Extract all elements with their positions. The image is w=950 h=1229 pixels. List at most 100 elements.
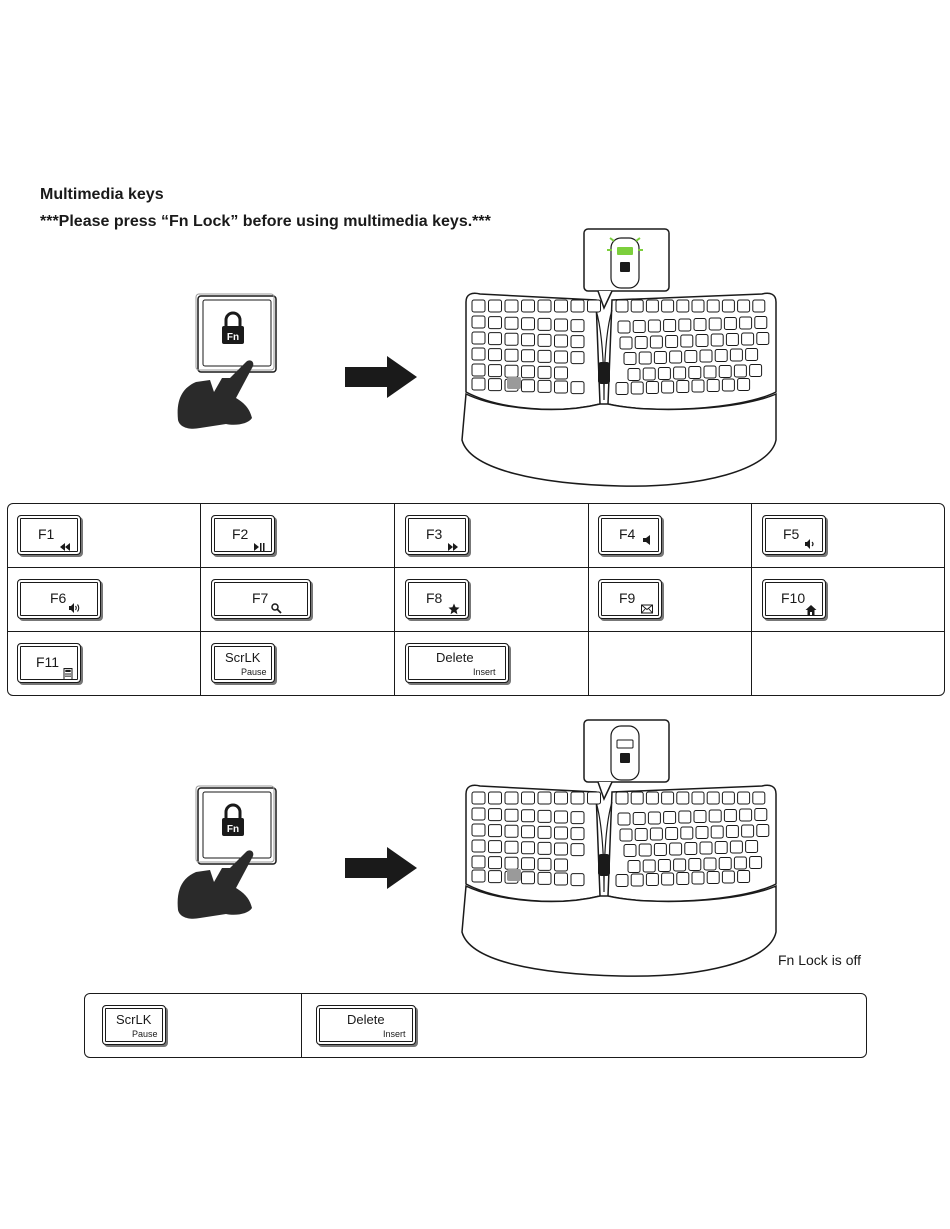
keyboard-key [522,380,535,392]
keyboard-key [692,792,704,804]
keyboard-key [742,825,754,837]
keyboard-key [757,825,769,837]
table-cell: Delete Insert [394,632,588,695]
keyboard-key [472,792,485,804]
table-cell: F5 [751,504,944,567]
keyboard-key [628,369,640,381]
keyboard-key [555,827,568,839]
keyboard-key [707,380,719,392]
rewind-icon [59,541,71,553]
keyboard-key [746,349,758,361]
keyboard-key [616,875,628,887]
keyboard-key [694,319,706,331]
f10-home-key: F10 [762,579,826,619]
f1-rewind-key: F1 [17,515,81,555]
mail-icon [641,603,653,615]
ergonomic-keyboard-illustration [462,785,776,976]
keyboard-key [633,813,645,825]
key-label: F9 [619,591,635,605]
keyboard-key [646,874,658,886]
keyboard-key [734,857,746,869]
keyboard-key [650,336,662,348]
keyboard-key [538,858,551,870]
keyboard-key [700,350,712,362]
keyboard-key [722,379,734,391]
key-label: F2 [232,527,248,541]
f6-volume-up-key: F6 [17,579,101,619]
table-cell: Delete Insert [301,994,866,1057]
table-cell: F9 [588,568,751,631]
keyboard-key [650,828,662,840]
keyboard-key [639,844,651,856]
search-icon [270,602,282,614]
table-cell: F7 [200,568,394,631]
keyboard-key [538,334,551,346]
table-cell: ScrLK Pause [85,994,301,1057]
keyboard-key [571,336,584,348]
keyboard-key [505,809,518,821]
keyboard-key [677,381,689,393]
multimedia-key-table: F1 F2 F3 F4 F5 [7,503,945,696]
keyboard-key [643,368,655,380]
keyboard-key [522,842,535,854]
f2-play-pause-key: F2 [211,515,275,555]
keyboard-key [646,792,658,804]
illustration-fn-lock-off: Fn [0,710,950,980]
led-callout [584,229,669,308]
right-arrow-icon [345,356,417,398]
f4-mute-key: F4 [598,515,662,555]
keyboard-key [555,335,568,347]
volume-up-icon [68,602,80,614]
keyboard-key [472,332,485,344]
keyboard-key [631,792,643,804]
keyboard-key [489,379,502,391]
keyboard-key [704,366,716,378]
keyboard-key [555,381,568,393]
keyboard-key [538,872,551,884]
keyboard-key [738,300,750,312]
f7-search-key: F7 [211,579,311,619]
keyboard-key [505,841,518,853]
keyboard-key [750,857,762,869]
key-sub-label: Pause [132,1030,158,1039]
fast-forward-icon [447,541,459,553]
keyboard-key [489,825,502,837]
keyboard-key [489,841,502,853]
keyboard-key [472,856,485,868]
keyboard-key [588,300,601,312]
keyboard-key [624,845,636,857]
keyboard-key [719,366,731,378]
keyboard-key [538,366,551,378]
keyboard-key [654,844,666,856]
keyboard-key [694,811,706,823]
keyboard-key [555,859,568,871]
scrlk-pause-key: ScrLK Pause [102,1005,166,1045]
table-cell: ScrLK Pause [200,632,394,695]
keyboard-key [505,365,518,377]
keyboard-key [635,337,647,349]
keyboard-key [628,861,640,873]
keyboard-key [662,300,674,312]
keyboard-key [538,318,551,330]
keyboard-key [646,300,658,312]
keyboard-key [662,792,674,804]
table-row: ScrLK Pause Delete Insert [85,994,866,1057]
keyboard-key [692,872,704,884]
keyboard-key [654,352,666,364]
play-pause-icon [253,541,265,553]
keyboard-key [555,843,568,855]
keyboard-key [522,810,535,822]
keyboard-key [522,300,535,312]
keyboard-key [685,351,697,363]
keyboard-key [704,858,716,870]
f5-volume-down-key: F5 [762,515,826,555]
keyboard-key [489,871,502,883]
keyboard-key [555,351,568,363]
keyboard-key [489,809,502,821]
keyboard-key [666,828,678,840]
keyboard-key [489,333,502,345]
key-label: F6 [50,591,66,605]
svg-text:Fn: Fn [227,332,239,343]
table-row: F1 F2 F3 F4 F5 [8,504,944,567]
key-label: Delete [347,1013,385,1027]
